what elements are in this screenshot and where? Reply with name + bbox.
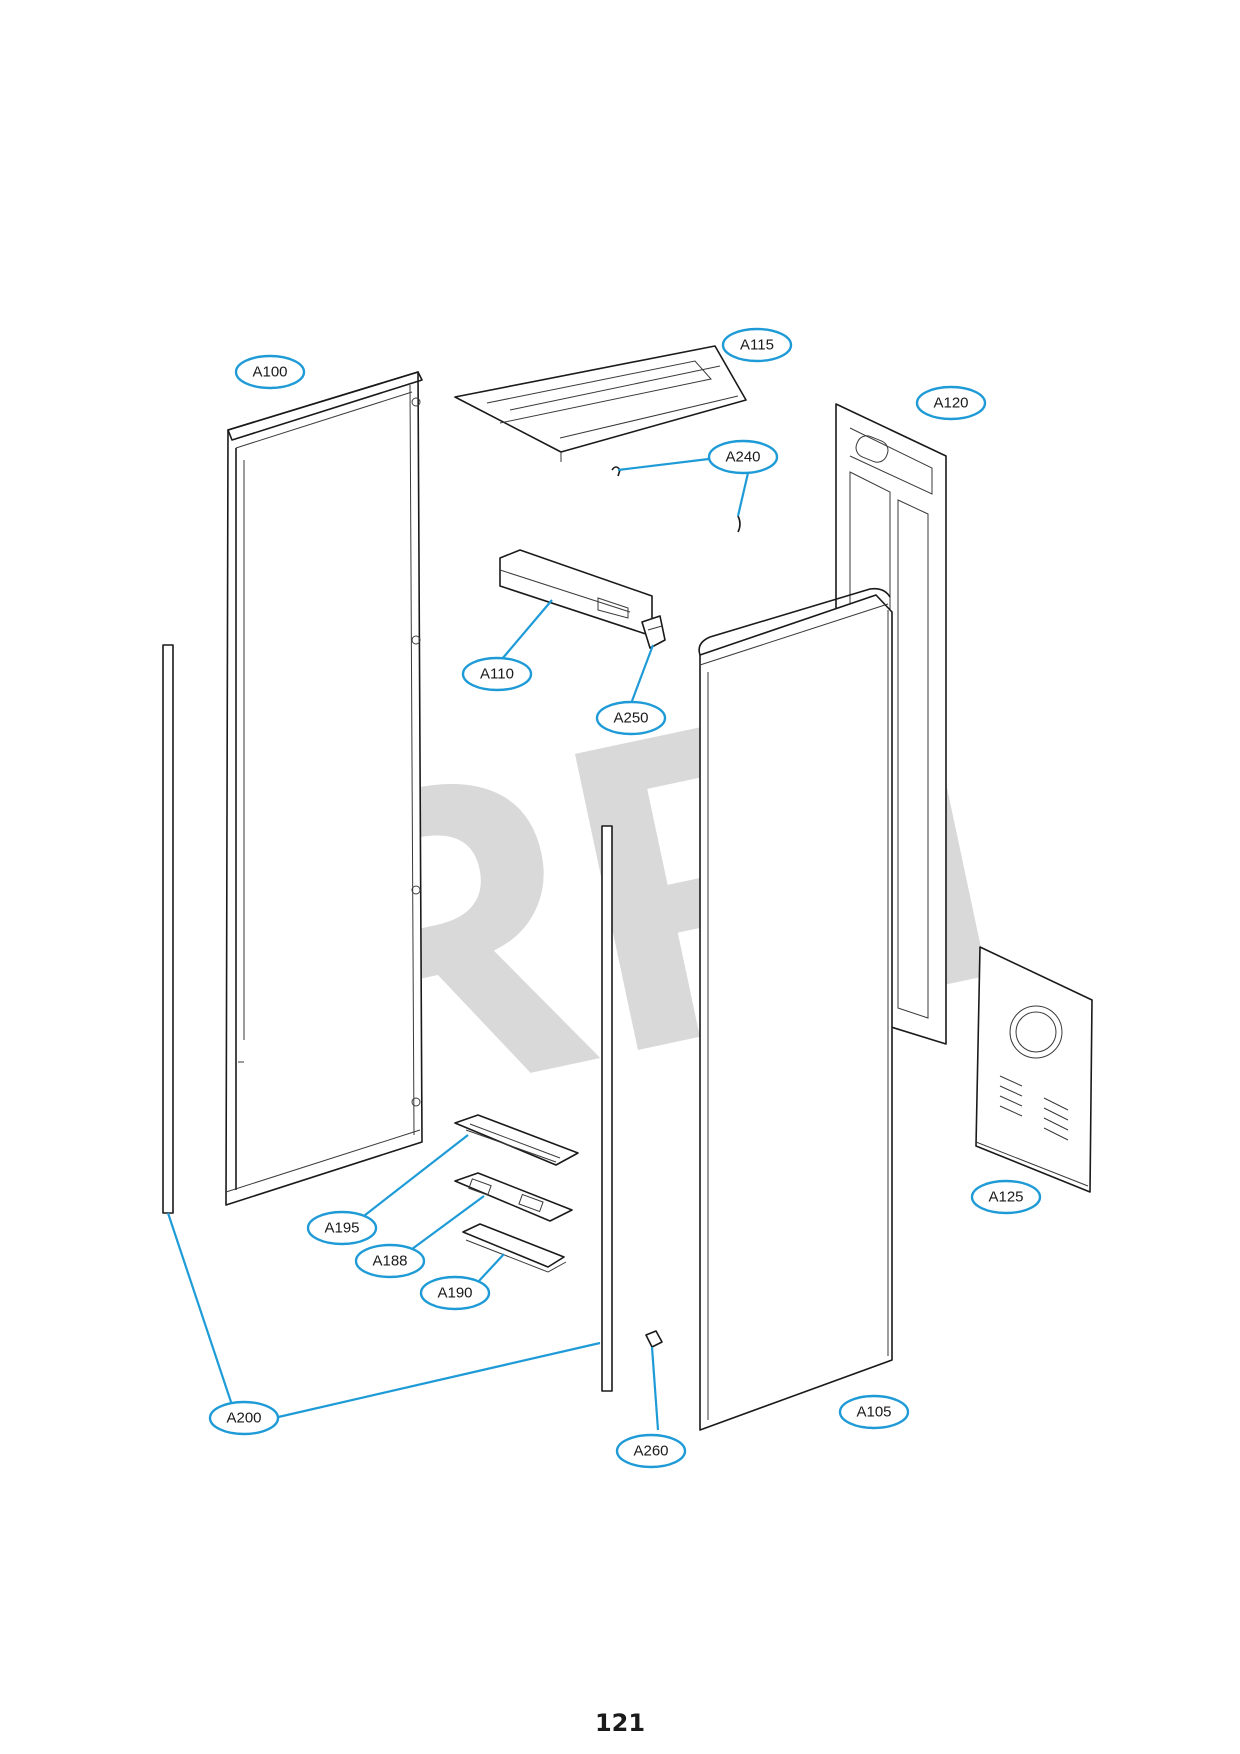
- part-filter: [454, 1172, 573, 1222]
- callout-a105: A105: [838, 1394, 910, 1430]
- leader-a260: [650, 1346, 660, 1431]
- callout-a195: A195: [306, 1210, 378, 1246]
- callout-a240: A240: [707, 439, 779, 475]
- callout-a188: A188: [354, 1243, 426, 1279]
- callout-a115: A115: [721, 327, 793, 363]
- leader-a195: [359, 1134, 469, 1220]
- callout-a125-label: A125: [988, 1189, 1023, 1206]
- part-front-door: [698, 587, 893, 1431]
- callout-a190-label: A190: [437, 1285, 472, 1302]
- callout-a240-label: A240: [725, 449, 760, 466]
- callout-a115-label: A115: [740, 337, 774, 354]
- callout-a200-label: A200: [226, 1410, 261, 1427]
- part-clip: [611, 466, 741, 533]
- leader-a200-right: [273, 1341, 601, 1420]
- leader-a190: [477, 1253, 505, 1283]
- callout-a200: A200: [208, 1400, 280, 1436]
- callout-a110-label: A110: [480, 666, 514, 683]
- part-middle-seal-strip: [601, 825, 613, 1392]
- leader-a240-clip-lower: [736, 472, 750, 517]
- callout-a188-label: A188: [372, 1253, 407, 1270]
- callout-a120-label: A120: [933, 395, 968, 412]
- callout-a260: A260: [615, 1433, 687, 1469]
- leader-a250: [630, 644, 655, 702]
- part-top-rail: [499, 549, 653, 637]
- leader-a188: [407, 1195, 485, 1253]
- callout-a125: A125: [970, 1179, 1042, 1215]
- callout-a100-label: A100: [252, 364, 287, 381]
- page-number: 121: [595, 1709, 645, 1737]
- part-top-cover: [454, 345, 747, 462]
- part-bracket: [641, 615, 666, 649]
- callout-a100: A100: [234, 354, 306, 390]
- leader-a110: [501, 599, 553, 660]
- callouts: A100 A115 A120 A240 A110 A250 A125 A195: [208, 327, 1042, 1469]
- callout-a250: A250: [595, 700, 667, 736]
- part-plug: [645, 1330, 663, 1348]
- leader-lines: [166, 456, 750, 1431]
- callout-a120: A120: [915, 385, 987, 421]
- part-vent-grille: [454, 1114, 579, 1166]
- callout-a190: A190: [419, 1275, 491, 1311]
- leader-a200-left: [166, 1212, 234, 1406]
- callout-a250-label: A250: [613, 710, 648, 727]
- callout-a260-label: A260: [633, 1443, 668, 1460]
- part-bottom-panel: [975, 946, 1093, 1193]
- callout-a195-label: A195: [324, 1220, 359, 1237]
- callout-a110: A110: [461, 656, 533, 692]
- part-left-side-panel: [225, 371, 423, 1206]
- part-tray: [462, 1223, 567, 1273]
- part-left-seal-strip: [162, 644, 174, 1214]
- leader-a240-clip: [617, 456, 718, 472]
- callout-a105-label: A105: [856, 1404, 891, 1421]
